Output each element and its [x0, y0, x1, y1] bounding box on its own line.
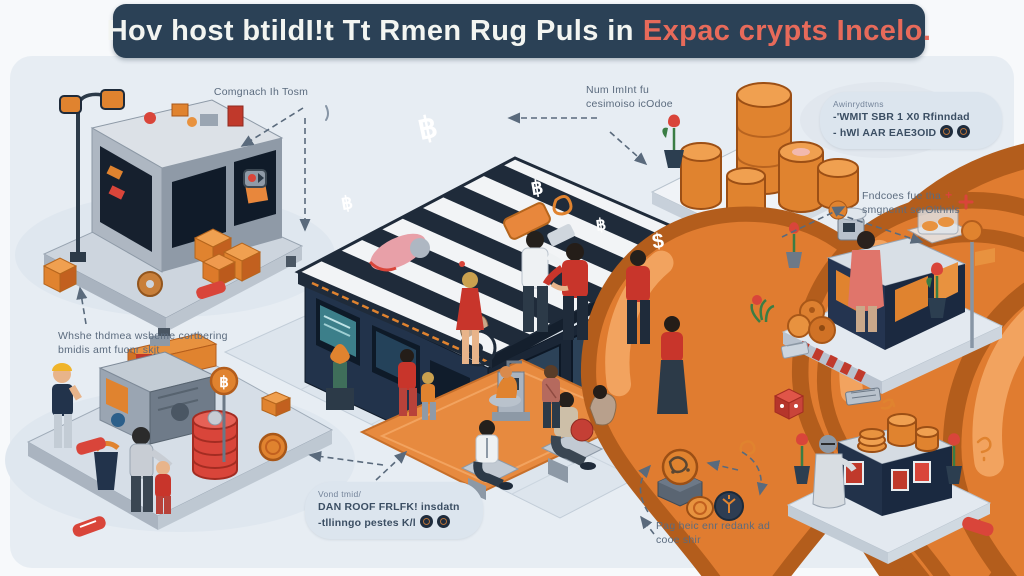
scene-tokens — [657, 448, 744, 521]
bitcoin-sign-icon: ฿ — [209, 366, 239, 462]
person-long-skirt — [657, 316, 688, 414]
page-title-accent: Expac crypts Incelo. — [642, 14, 932, 47]
token-badge-icon — [419, 515, 433, 529]
page-title: Hov host btildI!t Tt Rmen Rug Puls in — [106, 14, 634, 47]
crates-icon — [193, 228, 262, 287]
plaza-people — [398, 231, 688, 420]
dashed-arrows — [76, 107, 924, 535]
callout-network: Pag heic enr redank ad cooe shir — [656, 520, 771, 546]
newspaper-icon — [780, 341, 810, 359]
person-sitting-white — [473, 420, 513, 490]
dashed-arrow — [308, 450, 384, 466]
callout-town: Comgnach Ih Tosm — [213, 86, 309, 98]
person-white-shirt — [521, 231, 570, 332]
parcel-icon — [42, 257, 78, 293]
machine-icon — [98, 333, 218, 445]
svg-text:$: $ — [651, 229, 666, 253]
statue-icon — [326, 344, 354, 410]
price-tag-icon — [72, 516, 106, 537]
plant-icon — [750, 295, 775, 323]
dice-cube-icon — [773, 388, 805, 420]
dashed-arrow — [638, 464, 652, 513]
dashed-arrow — [76, 286, 88, 325]
callout-audit-bubble: Awinrydtwns -'WMIT SBR 1 X0 Rfinndad - h… — [820, 92, 1002, 150]
street-lamp-icon — [59, 89, 125, 262]
flower-pot-icon — [946, 433, 962, 484]
person-kid-red — [155, 461, 171, 514]
plus-icon: + — [945, 188, 953, 202]
flower-pot-icon — [926, 262, 946, 318]
trash-bin-icon — [76, 437, 120, 490]
person-hardhat — [52, 363, 82, 448]
person-vendor — [812, 435, 857, 509]
svg-text:฿: ฿ — [595, 216, 607, 234]
person-crouching — [589, 385, 617, 426]
svg-text:฿: ฿ — [415, 110, 441, 146]
coin-stack-icon — [857, 413, 939, 453]
person-standing-plaid — [542, 365, 560, 428]
person-red-shirt — [542, 243, 588, 340]
dashed-arrow — [640, 515, 655, 535]
scene-plaza-benches — [460, 360, 617, 500]
svg-text:฿: ฿ — [219, 374, 229, 391]
token-coin-icon — [661, 448, 699, 486]
camera-icon — [243, 169, 267, 188]
callout-vendor: Fndcoes fue tha+ smgnemt serOlthnls — [862, 188, 960, 216]
callout-roof-bubble: Vond tmid/ DAN ROOF FRLFK! insdatn -tlli… — [305, 482, 483, 540]
scene-kiosk — [42, 89, 304, 340]
flower-pot-icon — [662, 114, 684, 168]
price-tag-icon — [962, 516, 994, 537]
scene-token-counter — [773, 387, 994, 564]
decorative-doodles — [325, 105, 992, 462]
parcel-icon — [260, 391, 292, 417]
token-badge-icon — [940, 125, 954, 139]
coin-stack-icon — [680, 82, 859, 221]
token-badge-icon — [436, 515, 450, 529]
callout-mint: Num ImInt fu cesimoiso icOdoe — [586, 84, 673, 110]
dashed-arrow — [375, 450, 408, 481]
callout-builders: Whshe thdmea wsbeme cortbering bmidis am… — [58, 330, 228, 356]
flower-pot-icon — [794, 433, 810, 484]
coin-icon — [258, 432, 288, 462]
signpost-icon — [961, 220, 995, 348]
scene-machine-yard: ฿ — [26, 333, 334, 537]
person-red-dress — [456, 272, 484, 364]
goods-baskets-icon — [787, 299, 836, 344]
svg-text:฿: ฿ — [340, 192, 355, 214]
token-badge-icon — [957, 125, 971, 139]
dashed-arrow — [741, 451, 768, 496]
person-mother-kid — [398, 349, 436, 420]
person-grey-shirt — [129, 427, 173, 512]
svg-text:฿: ฿ — [529, 177, 545, 200]
person-kneeling-orange — [489, 366, 521, 407]
keyboard-icon — [845, 387, 882, 406]
dashed-arrow — [706, 460, 739, 471]
token-coin-icon — [686, 496, 714, 520]
dashed-arrow — [781, 206, 846, 238]
dashed-arrow — [609, 131, 648, 166]
person-navy — [626, 250, 650, 344]
scene-side-counter — [750, 200, 1004, 394]
dashed-arrow — [240, 107, 304, 147]
red-chip-stack-icon — [192, 410, 238, 480]
person-pink-coat — [848, 231, 884, 332]
dashed-arrow — [837, 213, 924, 244]
